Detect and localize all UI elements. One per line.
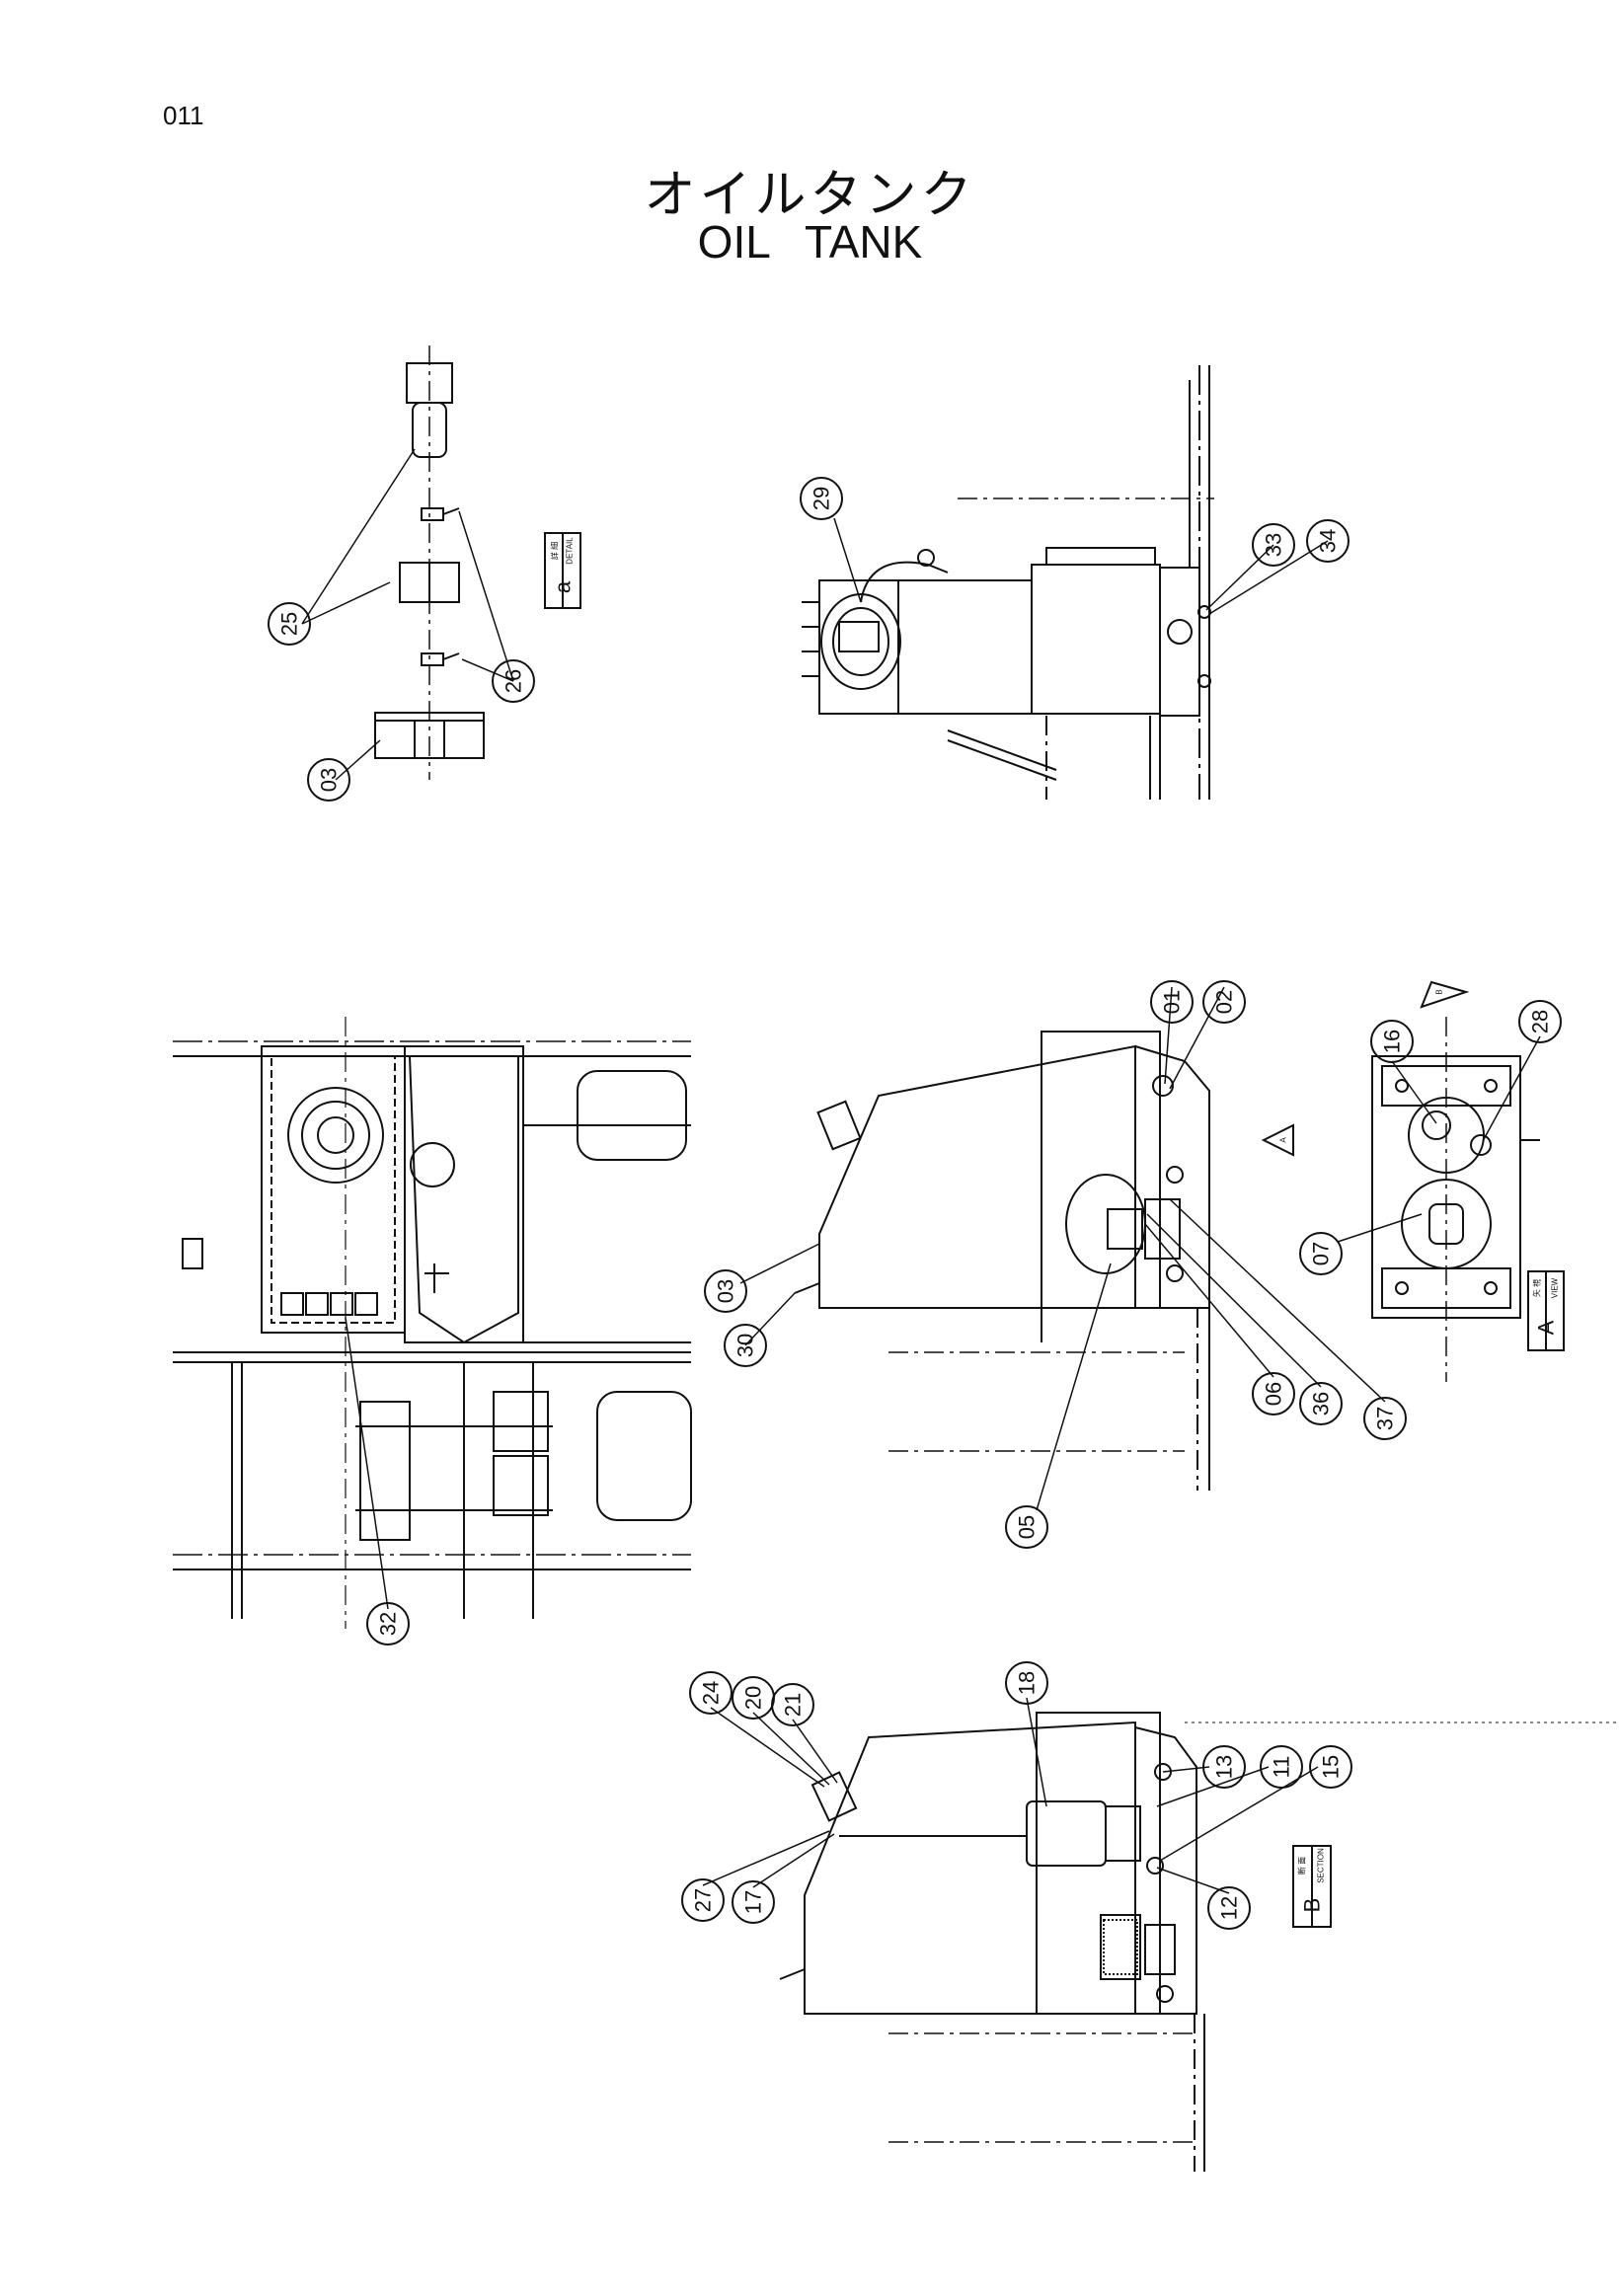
callout-05: 05	[1015, 1515, 1040, 1539]
arrow-a-label: A	[1279, 1137, 1288, 1143]
callout-29: 29	[810, 487, 834, 510]
callout-24: 24	[699, 1681, 724, 1705]
callout-03-side: 03	[714, 1279, 738, 1303]
callout-37: 37	[1373, 1407, 1398, 1430]
detail-a-view	[301, 345, 581, 781]
callout-circles	[268, 477, 1562, 1930]
callout-01: 01	[1160, 990, 1185, 1014]
callout-06: 06	[1262, 1382, 1286, 1406]
callout-17: 17	[741, 1890, 766, 1914]
callout-03-detail: 03	[317, 768, 342, 792]
title-english: OIL TANK	[697, 216, 923, 268]
section-b-label-jp: 断 面	[1297, 1857, 1307, 1875]
callout-13: 13	[1212, 1755, 1237, 1779]
plan-view	[173, 1017, 692, 1629]
callout-27: 27	[691, 1888, 716, 1912]
callout-18: 18	[1015, 1671, 1040, 1695]
detail-a-label-jp: 詳 細	[550, 542, 560, 560]
callout-02: 02	[1212, 990, 1237, 1014]
callout-36: 36	[1309, 1392, 1334, 1416]
side-view-middle	[739, 986, 1386, 1511]
callout-25: 25	[277, 612, 302, 636]
callout-15: 15	[1319, 1755, 1344, 1779]
callout-30: 30	[733, 1334, 758, 1357]
side-view-top	[802, 365, 1329, 800]
callout-07: 07	[1309, 1242, 1334, 1265]
detail-a-label-en: DETAIL	[566, 537, 575, 565]
view-a	[1337, 980, 1565, 1382]
arrow-b-label: B	[1435, 989, 1444, 994]
callout-12: 12	[1217, 1896, 1242, 1920]
view-a-label-en: VIEW	[1551, 1277, 1560, 1298]
callout-21: 21	[781, 1693, 806, 1717]
callout-11: 11	[1270, 1756, 1294, 1779]
section-b-label-en: SECTION	[1317, 1848, 1326, 1883]
section-b-label-letter: B	[1300, 1898, 1325, 1913]
callout-34: 34	[1316, 529, 1341, 553]
view-a-label-jp: 矢 視	[1532, 1279, 1542, 1297]
callout-32: 32	[376, 1612, 401, 1636]
page-number: 011	[163, 101, 204, 130]
callout-20: 20	[741, 1686, 766, 1710]
view-a-label-letter: A	[1534, 1320, 1559, 1335]
detail-a-label-letter: a	[551, 580, 576, 593]
callout-16: 16	[1380, 1030, 1405, 1053]
callout-28: 28	[1528, 1010, 1553, 1033]
title-japanese: オイルタンク	[644, 167, 976, 224]
callout-26: 26	[501, 669, 526, 693]
section-b-view	[702, 1697, 1620, 2172]
callout-33: 33	[1262, 533, 1286, 557]
